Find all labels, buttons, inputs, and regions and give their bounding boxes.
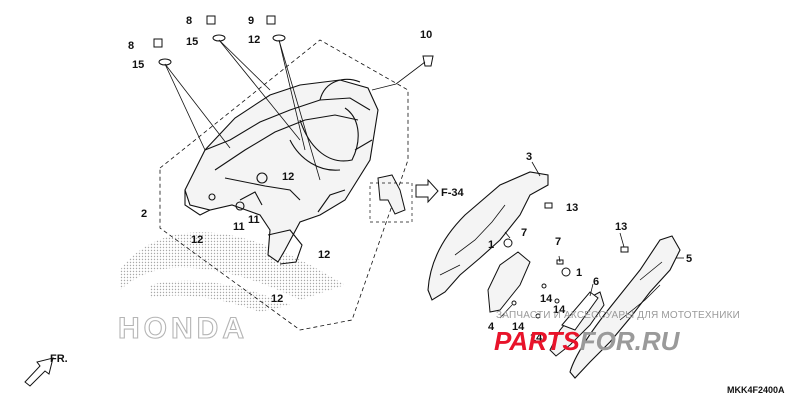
callout-6: 6 — [593, 276, 599, 288]
callout-11-right: 11 — [248, 214, 260, 226]
side-cover-right-part-5 — [569, 235, 681, 379]
callout-8-upper: 8 — [186, 15, 192, 27]
watermark-site-gray: FOR.RU — [580, 326, 681, 356]
reference-arrow — [415, 178, 439, 204]
callout-15-lower: 15 — [132, 59, 144, 71]
callout-1-lower: 1 — [576, 267, 582, 279]
callout-13-lower: 13 — [615, 221, 627, 233]
honda-wing-watermark — [120, 232, 345, 312]
side-cover-left-detail — [439, 204, 506, 276]
leader-lines-lower — [499, 161, 684, 319]
callout-11-left: 11 — [233, 221, 245, 233]
callout-5: 5 — [686, 253, 692, 265]
clip-group — [503, 202, 629, 319]
callout-2: 2 — [141, 208, 147, 220]
callout-12-center: 12 — [282, 171, 294, 183]
callout-14-a: 14 — [540, 293, 553, 305]
reference-label: F-34 — [441, 187, 465, 199]
honda-watermark-text: HONDA — [118, 312, 248, 345]
callout-7-lower: 7 — [555, 236, 561, 248]
callout-12-top: 12 — [248, 34, 260, 46]
watermark-site-red: PARTS — [494, 326, 580, 356]
mounting-bracket — [377, 174, 406, 215]
side-cover-right-detail — [619, 261, 663, 321]
callout-12-left: 12 — [191, 234, 203, 246]
rear-frame-part — [184, 78, 379, 265]
callout-13-upper: 13 — [566, 202, 578, 214]
callout-14-c: 14 — [512, 321, 525, 333]
diagram-code: MKK4F2400A — [727, 385, 785, 395]
callout-14-b: 14 — [553, 304, 566, 316]
front-direction-arrow — [24, 357, 54, 387]
watermark-tagline: ЗАПЧАСТИ И АКСЕССУАРЫ ДЛЯ МОТОТЕХНИКИ — [496, 310, 740, 321]
svg-text:PARTSFOR.RU: PARTSFOR.RU — [494, 326, 681, 356]
front-direction-label: FR. — [50, 353, 68, 365]
callout-12-right: 12 — [318, 249, 330, 261]
side-cover-left-inner-panel — [487, 251, 531, 313]
callout-14-d: 14 — [530, 332, 543, 344]
callout-15-upper: 15 — [186, 36, 198, 48]
callout-3: 3 — [526, 151, 532, 163]
callout-labels: 8 9 15 12 8 15 10 12 2 11 11 12 12 12 3 … — [128, 15, 692, 344]
callout-12-bottom: 12 — [271, 293, 283, 305]
bracket-callout-box — [369, 182, 413, 223]
leader-lines-upper — [164, 39, 426, 181]
callout-10: 10 — [420, 29, 432, 41]
callout-8-lower: 8 — [128, 40, 134, 52]
bolt-part-10 — [422, 55, 434, 67]
group-outline-part-2 — [159, 39, 409, 331]
callout-9: 9 — [248, 15, 254, 27]
watermark-site-logo: PARTSFOR.RU — [494, 326, 681, 356]
inner-panel-part-6 — [561, 291, 599, 331]
bolt-group-upper — [153, 15, 286, 66]
callout-7-upper: 7 — [521, 227, 527, 239]
callout-1-upper: 1 — [488, 239, 494, 251]
side-cover-left-part-3 — [427, 171, 549, 301]
callout-4: 4 — [488, 321, 495, 333]
